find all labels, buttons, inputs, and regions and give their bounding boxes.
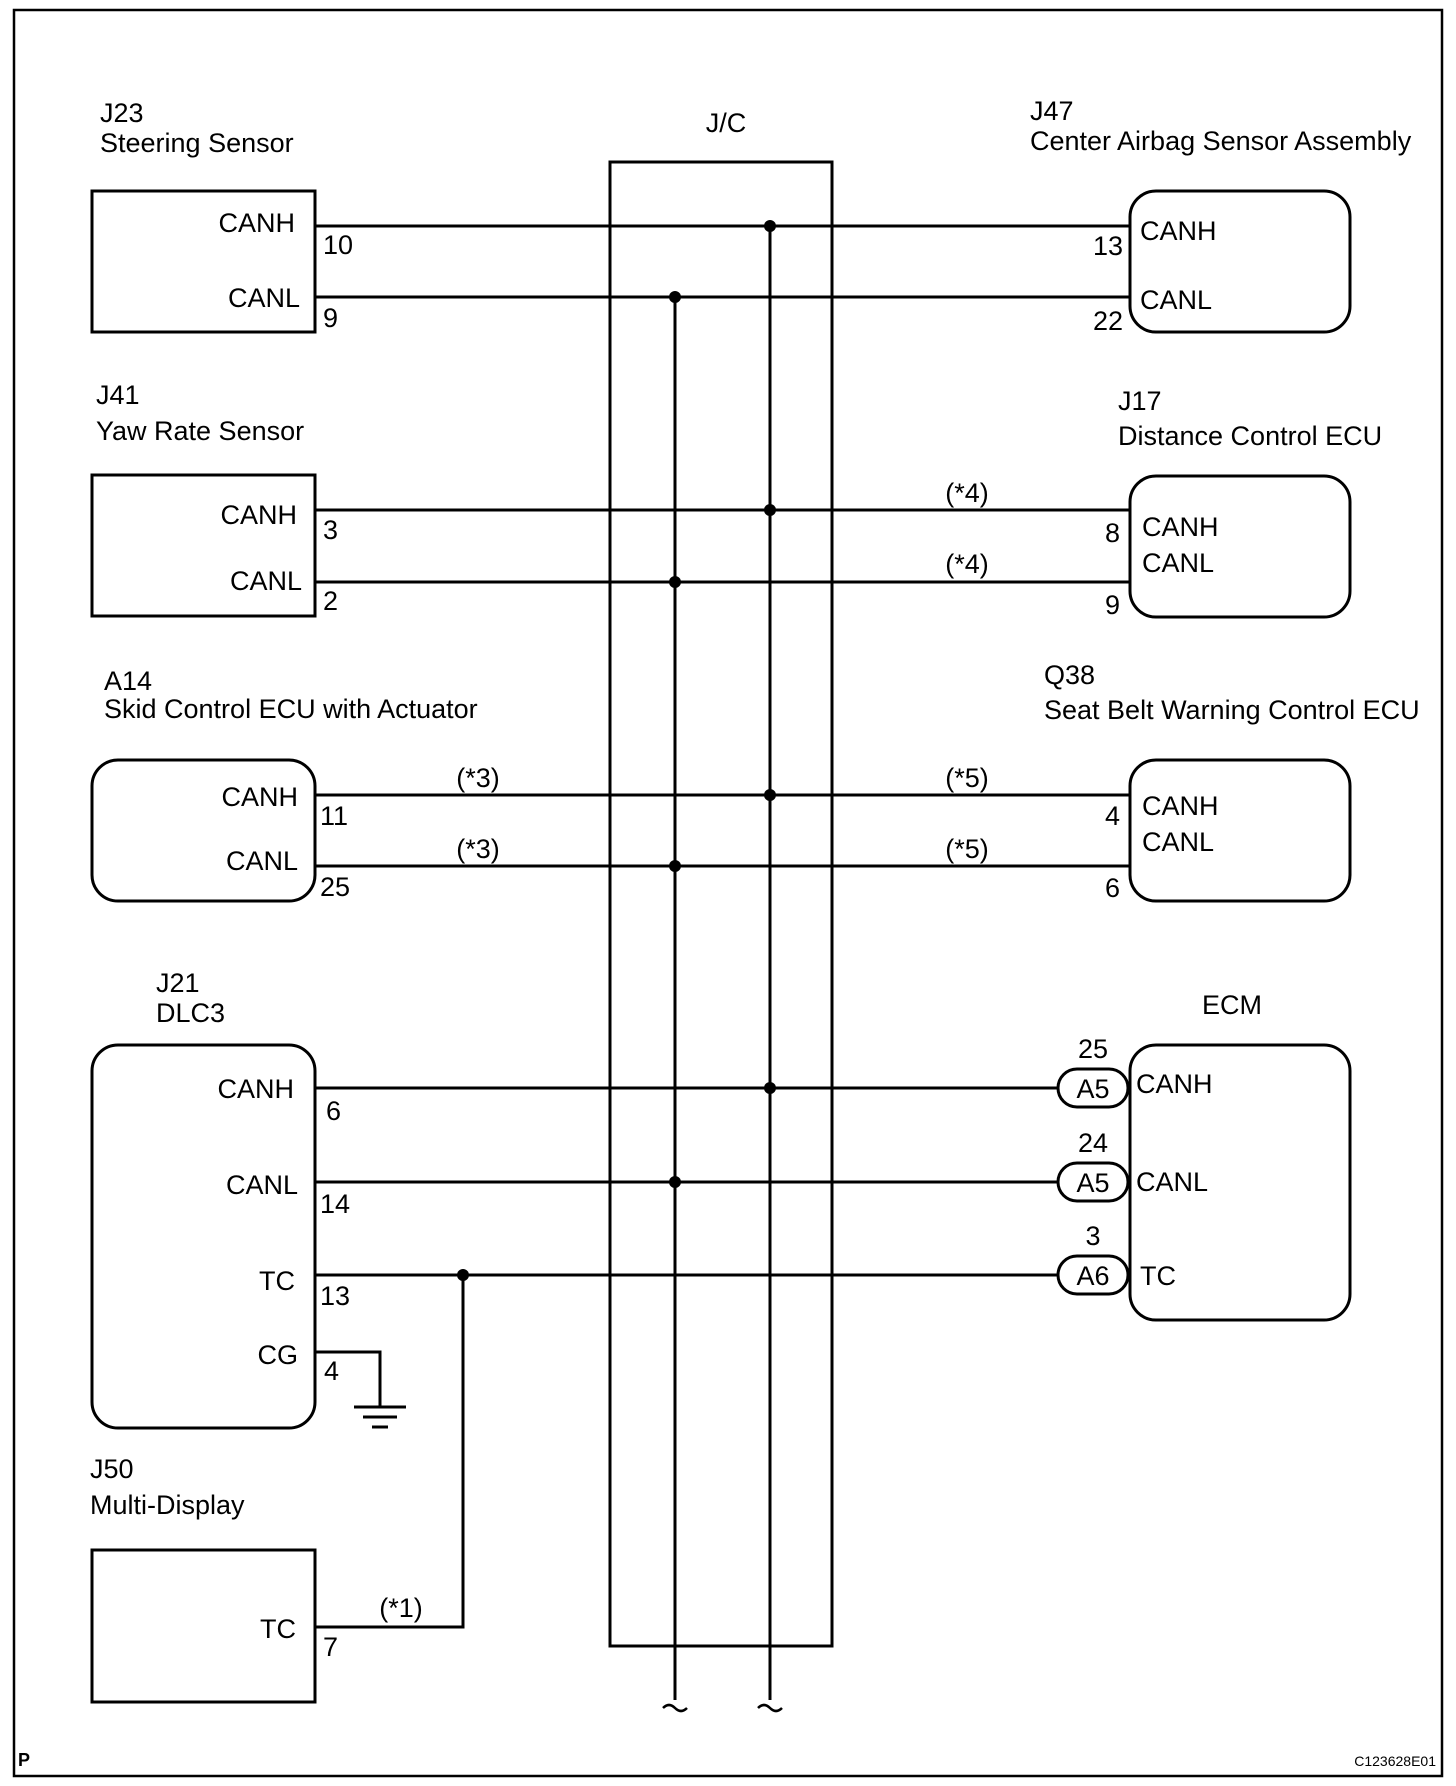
j23-name: Steering Sensor (100, 128, 294, 158)
junction-dot (457, 1269, 469, 1281)
j21-pin-num-14: 14 (320, 1189, 350, 1219)
j21-pin-tc: TC (259, 1266, 295, 1296)
j47-pin-canl: CANL (1140, 285, 1212, 315)
j50-code: J50 (90, 1454, 134, 1484)
j17-pin-num-9: 9 (1105, 590, 1120, 620)
ecm-pin-tc: TC (1140, 1261, 1176, 1291)
junction-dot (764, 504, 776, 516)
wire-dlc3-cg (315, 1350, 382, 1407)
j23-pin-canh: CANH (218, 208, 295, 238)
ecm-connector-a6-tc (1056, 1254, 1130, 1296)
junction-dot (669, 291, 681, 303)
j17-pin-canh: CANH (1142, 512, 1219, 542)
junction-dot (669, 860, 681, 872)
a14-pin-canh: CANH (221, 782, 298, 812)
ecm-label: ECM (1202, 990, 1262, 1020)
q38-box (1128, 758, 1352, 903)
j41-pin-num-3: 3 (323, 515, 338, 545)
footer-figure-code: C123628E01 (1354, 1753, 1436, 1769)
footer-page-letter: P (18, 1750, 30, 1770)
j23-box (90, 189, 317, 334)
j41-name: Yaw Rate Sensor (96, 416, 304, 446)
a14-code: A14 (104, 666, 152, 696)
q38-name: Seat Belt Warning Control ECU (1044, 695, 1420, 725)
ecm-box (1128, 1043, 1352, 1322)
q38-pin-num-6: 6 (1105, 873, 1120, 903)
j21-box (90, 1043, 317, 1430)
j21-pin-num-4: 4 (324, 1356, 339, 1386)
a14-name: Skid Control ECU with Actuator (104, 694, 478, 724)
j17-name: Distance Control ECU (1118, 421, 1382, 451)
j50-name: Multi-Display (90, 1490, 245, 1520)
j50-pin-tc: TC (260, 1614, 296, 1644)
j21-pin-num-13: 13 (320, 1281, 350, 1311)
j21-pin-num-6: 6 (326, 1096, 341, 1126)
ecm-pin-canl: CANL (1136, 1167, 1208, 1197)
j17-note-canh: (*4) (945, 478, 989, 508)
junction-dot (764, 789, 776, 801)
j41-pin-canh: CANH (220, 500, 297, 530)
j47-name: Center Airbag Sensor Assembly (1030, 126, 1412, 156)
j23-pin-num-10: 10 (323, 230, 353, 260)
j17-pin-num-8: 8 (1105, 518, 1120, 548)
junction-dot (669, 1176, 681, 1188)
j50-note-tc: (*1) (379, 1593, 423, 1623)
canh-break-mark (757, 1703, 783, 1713)
a14-note-canl: (*3) (456, 834, 500, 864)
ecm-connector-label-a5: A5 (1076, 1168, 1109, 1198)
j47-box (1128, 189, 1352, 334)
junction-dot (764, 1082, 776, 1094)
j17-code: J17 (1118, 386, 1162, 416)
j17-box (1128, 474, 1352, 619)
jc-box (608, 160, 834, 1648)
jc-label: J/C (706, 108, 747, 138)
wire-j50-tc (315, 1275, 465, 1629)
q38-pin-canh: CANH (1142, 791, 1219, 821)
junction-dot (669, 576, 681, 588)
j41-pin-num-2: 2 (323, 586, 338, 616)
ecm-connector-label-a6: A6 (1076, 1261, 1109, 1291)
j23-code: J23 (100, 98, 144, 128)
j17-pin-canl: CANL (1142, 548, 1214, 578)
j23-pin-num-9: 9 (323, 303, 338, 333)
ecm-pin-num-3: 3 (1085, 1221, 1100, 1251)
q38-note-canl: (*5) (945, 834, 989, 864)
ecm-connector-a5-canl (1056, 1161, 1130, 1203)
ecm-connector-a5-canh (1056, 1067, 1130, 1109)
canl-break-mark (662, 1703, 688, 1713)
a14-box (90, 758, 317, 903)
j47-pin-num-22: 22 (1093, 306, 1123, 336)
j21-pin-canh: CANH (217, 1074, 294, 1104)
q38-pin-num-4: 4 (1105, 801, 1120, 831)
junction-dot (764, 220, 776, 232)
j47-pin-canh: CANH (1140, 216, 1217, 246)
j21-pin-canl: CANL (226, 1170, 298, 1200)
j21-code: J21 (156, 968, 200, 998)
j21-name: DLC3 (156, 998, 225, 1028)
a14-pin-num-25: 25 (320, 872, 350, 902)
j41-box (90, 473, 317, 618)
ecm-pin-canh: CANH (1136, 1069, 1213, 1099)
a14-pin-canl: CANL (226, 846, 298, 876)
j47-code: J47 (1030, 96, 1074, 126)
j41-pin-canl: CANL (230, 566, 302, 596)
q38-pin-canl: CANL (1142, 827, 1214, 857)
ecm-pin-num-24: 24 (1078, 1128, 1108, 1158)
ecm-pin-num-25: 25 (1078, 1034, 1108, 1064)
q38-code: Q38 (1044, 660, 1095, 690)
j23-pin-canl: CANL (228, 283, 300, 313)
a14-pin-num-11: 11 (320, 801, 348, 831)
a14-note-canh: (*3) (456, 763, 500, 793)
j21-pin-cg: CG (258, 1340, 299, 1370)
j41-code: J41 (96, 380, 140, 410)
j50-pin-num-7: 7 (323, 1632, 338, 1662)
j47-pin-num-13: 13 (1093, 231, 1123, 261)
diagram-frame (12, 8, 1444, 1778)
q38-note-canh: (*5) (945, 763, 989, 793)
ecm-connector-label-a5: A5 (1076, 1074, 1109, 1104)
j17-note-canl: (*4) (945, 549, 989, 579)
